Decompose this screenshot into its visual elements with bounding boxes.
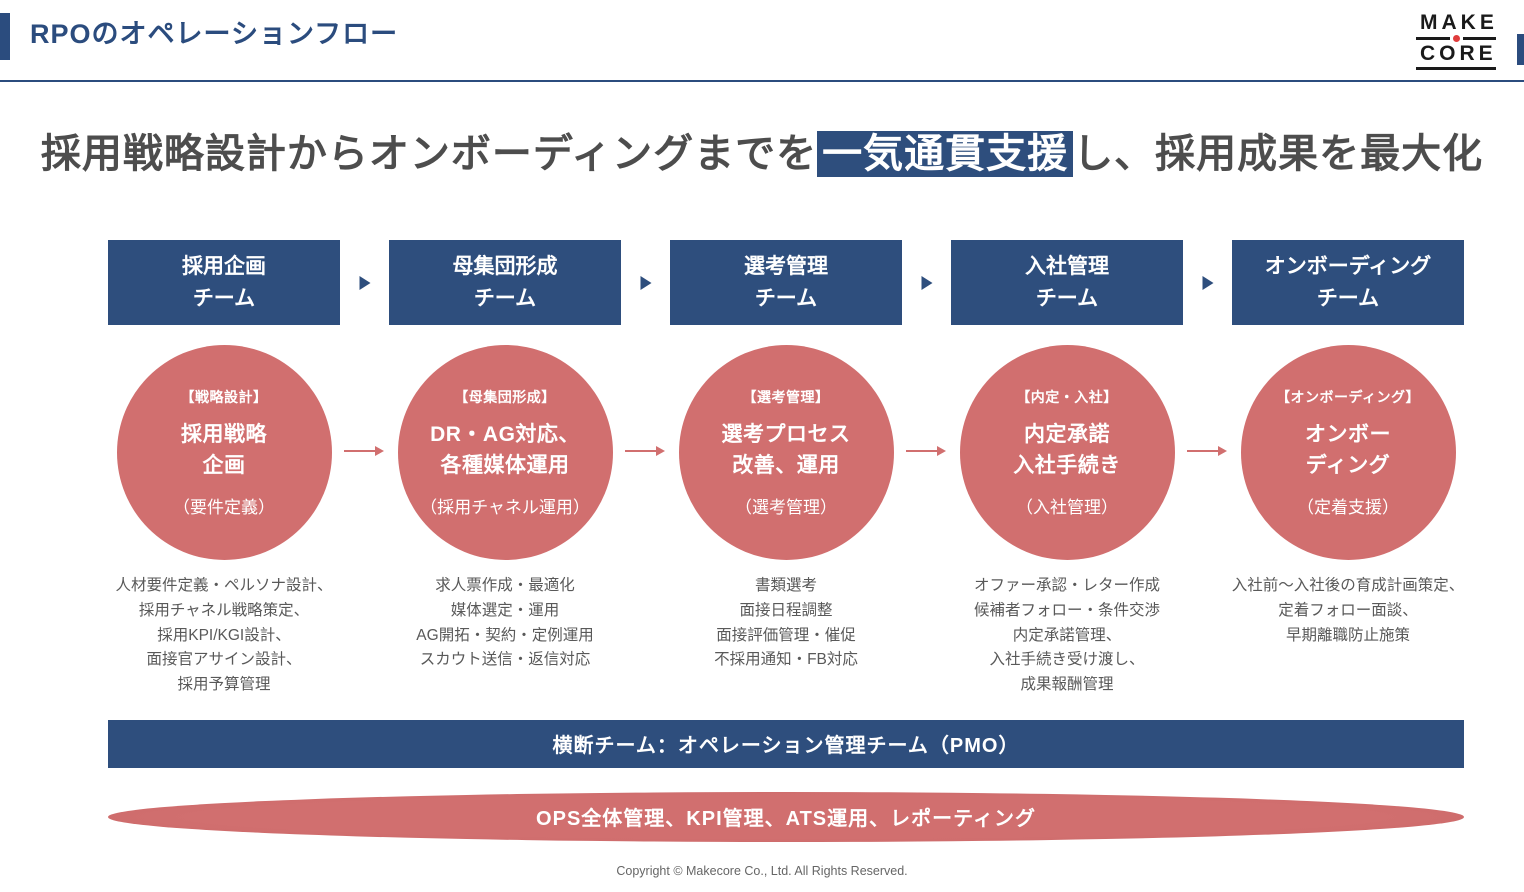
team-name-line1: 採用企画 <box>182 255 266 278</box>
flow-column-onboarding: オンボーディング チーム 【オンボーディング】 オンボー ディング （定着支援）… <box>1232 240 1464 648</box>
task-item: 採用予算管理 <box>177 676 271 694</box>
task-item: AG開拓・契約・定例運用 <box>416 626 594 644</box>
flow-gap <box>621 240 670 680</box>
arrow-right-icon <box>1187 446 1227 456</box>
task-item: 入社前〜入社後の育成計画策定、 <box>1231 577 1465 594</box>
flow-column-selection: 選考管理 チーム 【選考管理】 選考プロセス 改善、運用 （選考管理） 書類選考… <box>670 240 902 673</box>
task-list-onboarding: 入社前〜入社後の育成計画策定、 定着フォロー面談、 早期離職防止施策 <box>1232 574 1465 648</box>
task-list-selection: 書類選考 面接日程調整 面接評価管理・催促 不採用通知・FB対応 <box>714 574 858 673</box>
phase-tag: 【戦略設計】 <box>180 389 268 406</box>
logo-word-core: CORE <box>1420 42 1497 66</box>
right-accent-bar <box>1517 34 1524 65</box>
task-item: 面接官アサイン設計、 <box>146 651 302 669</box>
team-name-line2: チーム <box>473 286 537 310</box>
team-name-line2: チーム <box>1035 286 1099 310</box>
team-header-selection: 選考管理 チーム <box>670 240 902 325</box>
task-list-joining: オファー承認・レター作成 候補者フォロー・条件交渉 内定承諾管理、 入社手続き受… <box>974 574 1160 698</box>
makecore-logo: MAKE CORE <box>1416 11 1498 71</box>
pmo-cross-team-bar: 横断チーム：オペレーション管理チーム（PMO） <box>108 719 1464 768</box>
task-item: 人材要件定義・ペルソナ設計、 <box>115 577 333 594</box>
flow-column-joining: 入社管理 チーム 【内定・入社】 内定承諾 入社手続き （入社管理） オファー承… <box>951 240 1183 698</box>
flow-gap <box>1183 240 1232 680</box>
logo-line-right <box>1462 37 1496 41</box>
team-name-line1: 選考管理 <box>744 255 828 278</box>
team-header-sourcing: 母集団形成 チーム <box>389 240 621 325</box>
flow-column-sourcing: 母集団形成 チーム 【母集団形成】 DR・AG対応、 各種媒体運用 （採用チャネ… <box>389 240 621 673</box>
phase-circle-selection: 【選考管理】 選考プロセス 改善、運用 （選考管理） <box>678 345 894 560</box>
phase-tag: 【オンボーディング】 <box>1275 389 1421 406</box>
arrow-right-icon <box>906 446 946 456</box>
task-item: 候補者フォロー・条件交渉 <box>973 601 1160 619</box>
header-divider-line <box>0 80 1524 82</box>
task-item: 書類選考 <box>754 577 817 594</box>
team-name-line2: チーム <box>754 286 818 310</box>
task-item: 媒体選定・運用 <box>450 601 560 619</box>
flow-column-planning: 採用企画 チーム 【戦略設計】 採用戦略 企画 （要件定義） 人材要件定義・ペル… <box>108 240 340 698</box>
task-item: 入社手続き受け渡し、 <box>989 651 1145 669</box>
phase-subtitle: （入社管理） <box>1016 497 1118 517</box>
arrow-right-icon <box>625 446 665 456</box>
team-name-line1: オンボーディング <box>1264 255 1432 278</box>
phase-title: 内定承諾 入社手続き <box>1013 423 1121 477</box>
task-list-sourcing: 求人票作成・最適化 媒体選定・運用 AG開拓・契約・定例運用 スカウト送信・返信… <box>416 574 593 673</box>
team-name-line2: チーム <box>192 286 256 310</box>
copyright-text: Copyright © Makecore Co., Ltd. All Right… <box>616 863 908 878</box>
headline-post: し、採用成果を最大化 <box>1073 132 1484 176</box>
phase-circle-joining: 【内定・入社】 内定承諾 入社手続き （入社管理） <box>959 345 1175 560</box>
title-accent-bar <box>0 13 10 60</box>
phase-subtitle: （定着支援） <box>1297 497 1399 517</box>
phase-subtitle: （選考管理） <box>735 497 837 517</box>
task-item: 内定承諾管理、 <box>1012 626 1122 644</box>
task-item: 不採用通知・FB対応 <box>714 651 858 669</box>
team-name-line1: 母集団形成 <box>452 255 558 278</box>
logo-divider-with-dot <box>1416 35 1496 43</box>
headline-pre: 採用戦略設計からオンボーディングまでを <box>40 132 818 176</box>
ops-scope-ellipse: OPS全体管理、KPI管理、ATS運用、レポーティング <box>108 791 1464 842</box>
arrow-right-icon <box>921 276 932 290</box>
flow-gap <box>902 240 951 680</box>
team-header-joining: 入社管理 チーム <box>951 240 1183 325</box>
operation-flow: 採用企画 チーム 【戦略設計】 採用戦略 企画 （要件定義） 人材要件定義・ペル… <box>108 240 1464 698</box>
task-item: オファー承認・レター作成 <box>973 577 1160 594</box>
arrow-right-icon <box>344 446 384 456</box>
phase-title: オンボー ディング <box>1305 423 1391 477</box>
team-name-line1: 入社管理 <box>1025 255 1109 278</box>
phase-tag: 【内定・入社】 <box>1016 389 1118 406</box>
phase-title: DR・AG対応、 各種媒体運用 <box>430 423 580 477</box>
task-list-planning: 人材要件定義・ペルソナ設計、 採用チャネル戦略策定、 採用KPI/KGI設計、 … <box>115 574 332 698</box>
task-item: スカウト送信・返信対応 <box>419 651 591 669</box>
team-header-onboarding: オンボーディング チーム <box>1232 240 1464 325</box>
flow-gap <box>340 240 389 680</box>
phase-tag: 【母集団形成】 <box>454 389 556 406</box>
task-item: 採用KPI/KGI設計、 <box>157 626 291 644</box>
phase-circle-onboarding: 【オンボーディング】 オンボー ディング （定着支援） <box>1240 345 1456 560</box>
task-item: 面接評価管理・催促 <box>716 626 856 644</box>
logo-red-dot-icon <box>1452 35 1460 43</box>
arrow-right-icon <box>640 276 651 290</box>
phase-circle-planning: 【戦略設計】 採用戦略 企画 （要件定義） <box>116 345 332 560</box>
logo-line-left <box>1416 37 1450 41</box>
headline-highlight: 一気通貫支援 <box>817 131 1074 177</box>
task-item: 求人票作成・最適化 <box>435 577 575 594</box>
phase-tag: 【選考管理】 <box>742 389 830 406</box>
task-item: 早期離職防止施策 <box>1286 626 1411 644</box>
arrow-right-icon <box>359 276 370 290</box>
logo-word-make: MAKE <box>1420 11 1498 34</box>
main-headline: 採用戦略設計からオンボーディングまでを一気通貫支援し、採用成果を最大化 <box>0 128 1524 180</box>
task-item: 面接日程調整 <box>739 601 833 619</box>
phase-circle-sourcing: 【母集団形成】 DR・AG対応、 各種媒体運用 （採用チャネル運用） <box>397 345 613 560</box>
team-name-line2: チーム <box>1316 286 1380 310</box>
slide-header: RPOのオペレーションフロー MAKE CORE <box>0 0 1524 80</box>
phase-subtitle: （要件定義） <box>173 497 275 517</box>
phase-title: 採用戦略 企画 <box>181 423 267 477</box>
arrow-right-icon <box>1202 276 1213 290</box>
phase-title: 選考プロセス 改善、運用 <box>721 423 851 477</box>
task-item: 定着フォロー面談、 <box>1278 601 1418 619</box>
logo-underline <box>1416 67 1496 71</box>
team-header-planning: 採用企画 チーム <box>108 240 340 325</box>
task-item: 採用チャネル戦略策定、 <box>138 601 310 619</box>
phase-subtitle: （採用チャネル運用） <box>420 497 590 517</box>
task-item: 成果報酬管理 <box>1020 676 1114 694</box>
page-title: RPOのオペレーションフロー <box>30 19 399 49</box>
